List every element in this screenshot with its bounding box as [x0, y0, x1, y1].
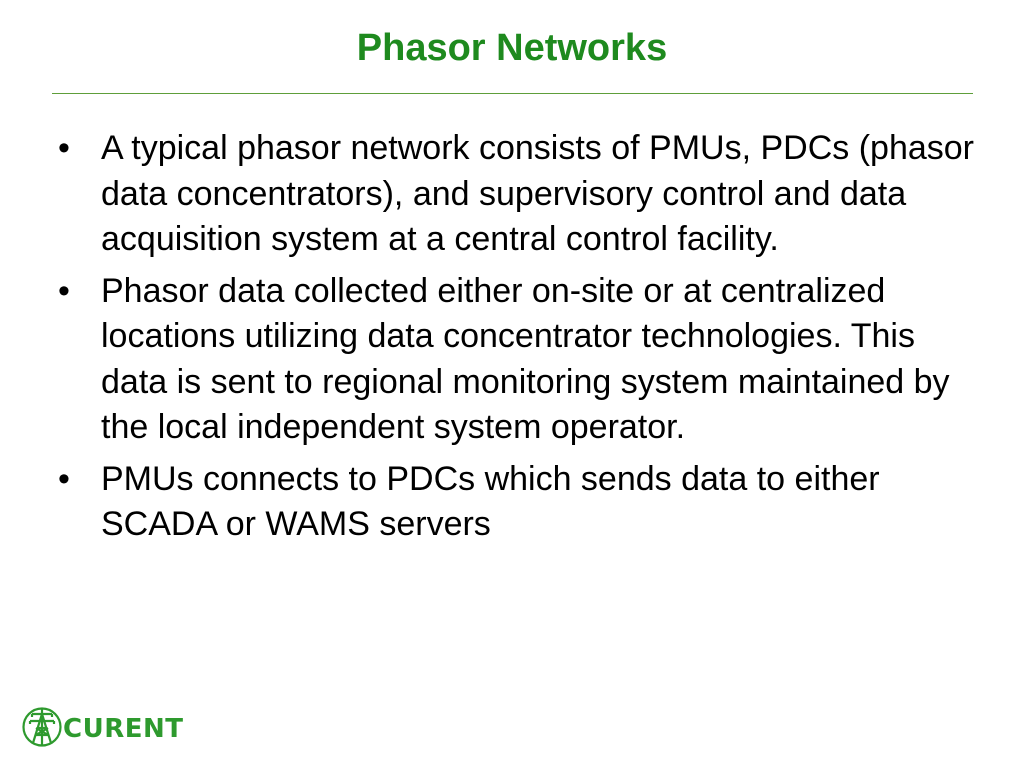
bullet-item: • PMUs connects to PDCs which sends data… — [58, 457, 988, 548]
bullet-text: A typical phasor network consists of PMU… — [101, 129, 974, 258]
bullet-item: • Phasor data collected either on-site o… — [58, 269, 988, 451]
bullet-text: Phasor data collected either on-site or … — [101, 271, 950, 447]
curent-logo: CURENT — [20, 702, 205, 752]
bullet-list: • A typical phasor network consists of P… — [58, 126, 988, 554]
bullet-marker: • — [58, 271, 70, 310]
bullet-marker: • — [58, 129, 70, 167]
bullet-marker: • — [58, 459, 70, 498]
curent-logo-graphic: CURENT — [22, 707, 183, 747]
bullet-item: • A typical phasor network consists of P… — [58, 126, 988, 263]
bullet-text: PMUs connects to PDCs which sends data t… — [101, 459, 880, 544]
transmission-tower-globe-icon — [22, 707, 62, 747]
slide-title: Phasor Networks — [356, 27, 668, 69]
title-divider — [52, 93, 973, 94]
logo-wordmark: CURENT — [63, 714, 183, 744]
